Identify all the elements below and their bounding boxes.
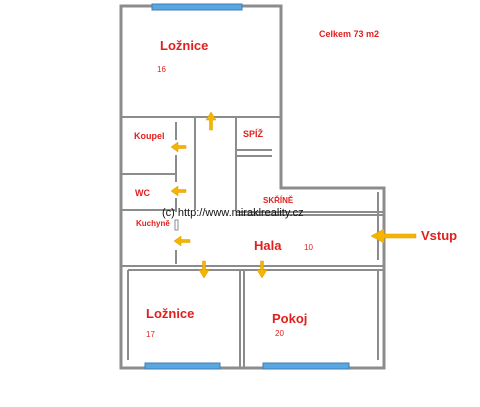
- watermark: (c) http://www.miraklreality.cz: [162, 207, 304, 219]
- arrow-down-right: [256, 260, 268, 279]
- room-area-hala: 10: [304, 243, 313, 252]
- room-name-skrine: SKŘÍNĚ: [263, 196, 294, 205]
- room-name-pokoj: Pokoj: [272, 311, 308, 326]
- room-name-hala: Hala: [254, 238, 282, 253]
- room-name-spiz: SPÍŽ: [243, 129, 264, 139]
- room-area-loznice-bottom: 17: [146, 330, 155, 339]
- kitchen-door-mark: [174, 219, 179, 231]
- window-top: [151, 3, 243, 11]
- entrance-label: Vstup: [421, 228, 458, 243]
- arrow-up-bedroom: [205, 111, 217, 131]
- arrow-left-wc: [170, 185, 187, 197]
- outer-wall: [119, 4, 386, 370]
- room-name-loznice-bottom: Ložnice: [146, 306, 195, 321]
- room-name-loznice-top: Ložnice: [160, 38, 209, 53]
- arrow-entrance: [370, 228, 417, 244]
- room-area-pokoj: 20: [275, 329, 284, 338]
- room-name-wc: WC: [135, 188, 150, 198]
- arrow-down-left: [198, 260, 210, 279]
- arrow-left-bath: [170, 141, 187, 153]
- room-area-loznice-top: 16: [157, 65, 166, 74]
- window-bottom-right: [262, 362, 350, 370]
- window-bottom-left: [144, 362, 221, 370]
- room-name-kuchyne: Kuchyně: [136, 219, 170, 228]
- arrow-left-kitchen: [173, 235, 191, 247]
- total-area-label: Celkem 73 m2: [319, 29, 380, 39]
- room-name-koupel: Koupel: [134, 131, 165, 141]
